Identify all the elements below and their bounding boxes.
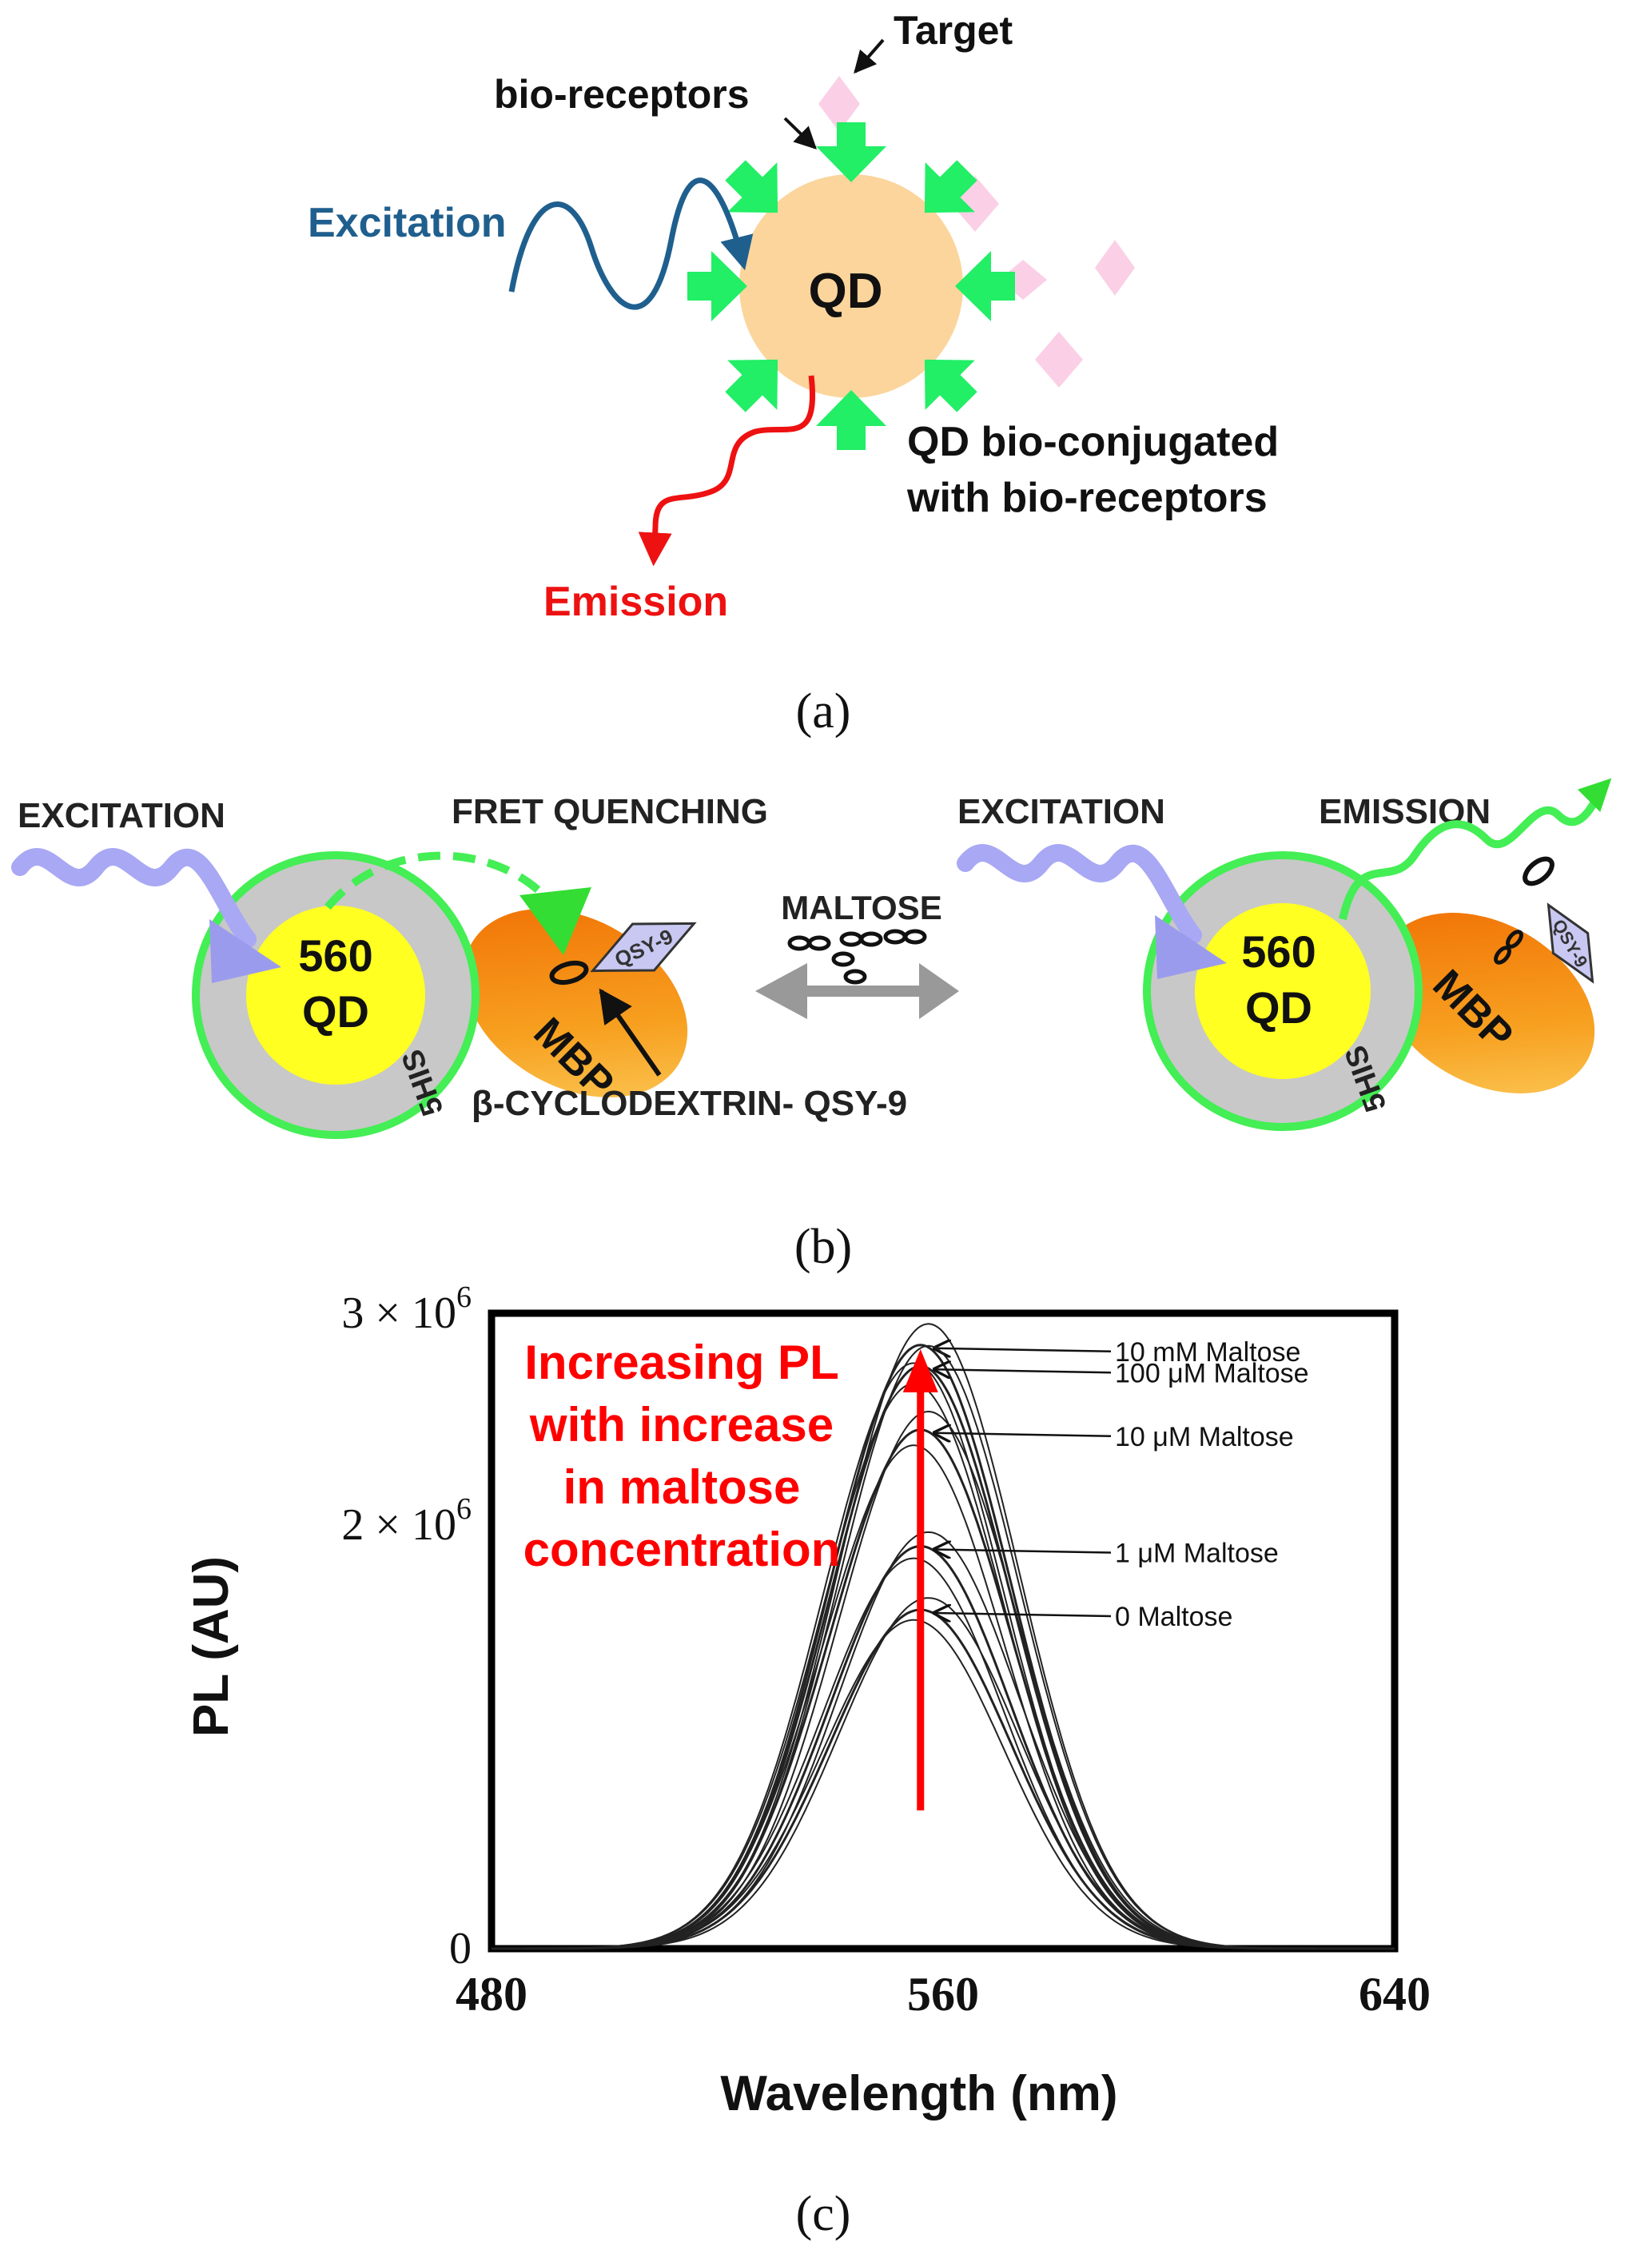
- y-axis-label: PL (AU): [184, 1556, 239, 1737]
- mbp-protein: [1378, 913, 1595, 1093]
- x-axis-label: Wavelength (nm): [720, 2066, 1117, 2121]
- y-tick-label: 2 × 106: [341, 1492, 472, 1550]
- emission-label: Emission: [543, 579, 728, 625]
- series-pointer: [934, 1433, 1112, 1436]
- bio-receptors: [687, 122, 1015, 450]
- annotation-line: in maltose: [563, 1460, 801, 1514]
- series-pointer: [934, 1369, 1112, 1372]
- maltose-molecules: [787, 929, 927, 985]
- annotation-line: concentration: [523, 1523, 841, 1576]
- y-tick-label: 3 × 106: [341, 1280, 472, 1338]
- qd-core: [1195, 903, 1371, 1079]
- cyclodextrin-label: β-CYCLODEXTRIN- QSY-9: [472, 1084, 907, 1123]
- series-line: [492, 1619, 1395, 1949]
- excitation-arrowhead: [209, 919, 281, 983]
- target-diamond: [1035, 332, 1083, 388]
- target-diamond: [1095, 240, 1135, 296]
- maltose-label: MALTOSE: [781, 889, 941, 926]
- qd-560-label: 560: [298, 930, 372, 981]
- excitation-wave: [11, 848, 257, 948]
- x-tick-label: 480: [456, 1968, 527, 2021]
- conjugate-label-line2: with bio-receptors: [906, 475, 1268, 521]
- x-tick-label: 640: [1359, 1968, 1431, 2021]
- series-label: 10 mM Maltose: [1115, 1337, 1300, 1368]
- panel-a: QD Excitation Emission Target bio-recept…: [308, 8, 1279, 739]
- series-pointer: [934, 1613, 1112, 1616]
- qd-560-label: 560: [1241, 926, 1316, 977]
- bio-receptors-label: bio-receptors: [494, 72, 750, 117]
- fret-quenching-label: FRET QUENCHING: [452, 792, 768, 831]
- y-tick-label: 0: [449, 1924, 472, 1973]
- qd-label: QD: [1245, 982, 1312, 1033]
- x-tick-label: 560: [907, 1968, 979, 2021]
- qsy9-quencher: [1547, 902, 1594, 984]
- series-label: 1 μM Maltose: [1115, 1539, 1279, 1569]
- receptor-pointer: [783, 117, 818, 149]
- fret-arrowhead: [519, 887, 591, 955]
- excitation-wave: [957, 844, 1202, 944]
- qd-core: [739, 174, 963, 398]
- excitation-wave: [508, 177, 754, 310]
- series-pointer: [934, 1348, 1112, 1352]
- series-pointer: [934, 1550, 1112, 1553]
- equilibrium-arrow: [755, 963, 959, 1019]
- increase-arrow-head: [902, 1349, 938, 1392]
- annotation-line: with increase: [529, 1398, 834, 1452]
- emitting-complex: MBP 560 QD 5HIS QSY-9: [957, 778, 1612, 1131]
- qd-core: [246, 906, 425, 1085]
- conjugate-label-line1: QD bio-conjugated: [907, 419, 1279, 465]
- bound-maltose: [1494, 930, 1523, 965]
- annotation-line: Increasing PL: [524, 1336, 838, 1389]
- qd-label: QD: [809, 264, 883, 319]
- qd-label: QD: [302, 986, 369, 1037]
- emission-wave: [638, 375, 815, 567]
- cyclodextrin-ring: [1523, 856, 1554, 886]
- excitation-label: Excitation: [308, 200, 507, 246]
- excitation-right-label: EXCITATION: [957, 792, 1165, 831]
- excitation-left-label: EXCITATION: [18, 796, 225, 835]
- series-label: 10 μM Maltose: [1115, 1422, 1294, 1452]
- target-diamond: [818, 76, 860, 132]
- caption-c: (c): [796, 2187, 851, 2241]
- target-label: Target: [894, 8, 1013, 53]
- emission-wave: [1339, 778, 1612, 921]
- quenched-complex: MBP 560 QD 5HIS QSY-9 β-CYCLODEXTRIN- QS…: [11, 848, 907, 1139]
- cyclodextrin-pointer: [599, 988, 662, 1077]
- series-label: 100 μM Maltose: [1115, 1358, 1309, 1388]
- cyclodextrin-ring: [549, 960, 589, 986]
- fret-arrow: [324, 851, 555, 910]
- excitation-arrowhead: [1155, 915, 1227, 979]
- panel-b: EXCITATION FRET QUENCHING EXCITATION EMI…: [11, 778, 1612, 1274]
- target-pointer: [854, 38, 885, 74]
- caption-a: (a): [796, 684, 851, 739]
- qsy9-quencher: [590, 922, 697, 973]
- caption-b: (b): [794, 1220, 852, 1274]
- series-label: 0 Maltose: [1115, 1602, 1232, 1632]
